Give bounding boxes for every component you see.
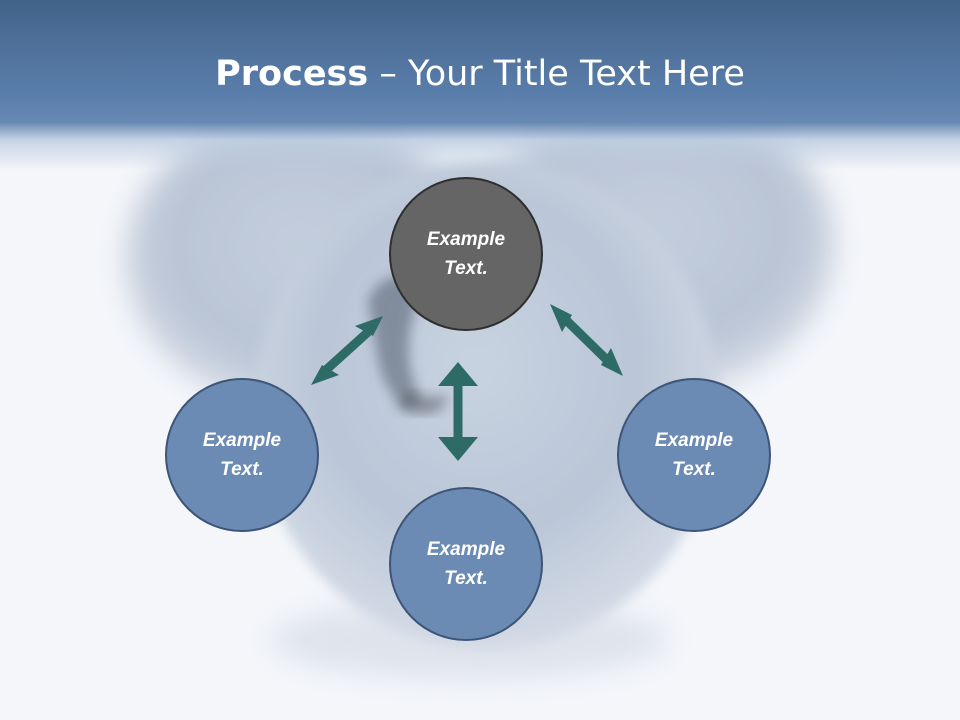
- node-top-circle[interactable]: Example Text.: [389, 177, 543, 331]
- node-left-line2: Text.: [220, 459, 264, 480]
- header-band: [0, 0, 960, 170]
- slide-title: Process – Your Title Text Here: [0, 52, 960, 96]
- node-right-line1: Example: [654, 430, 734, 451]
- title-rest: – Your Title Text Here: [368, 54, 745, 94]
- node-top-line1: Example: [426, 229, 506, 250]
- node-bottom-circle[interactable]: Example Text.: [389, 487, 543, 641]
- node-left-circle[interactable]: Example Text.: [165, 378, 319, 532]
- title-bold: Process: [215, 54, 369, 94]
- node-top-line2: Text.: [444, 258, 488, 279]
- node-right-circle[interactable]: Example Text.: [617, 378, 771, 532]
- node-right-line2: Text.: [672, 459, 716, 480]
- node-bottom-line1: Example: [426, 539, 506, 560]
- node-left-line1: Example: [202, 430, 282, 451]
- node-bottom-line2: Text.: [444, 568, 488, 589]
